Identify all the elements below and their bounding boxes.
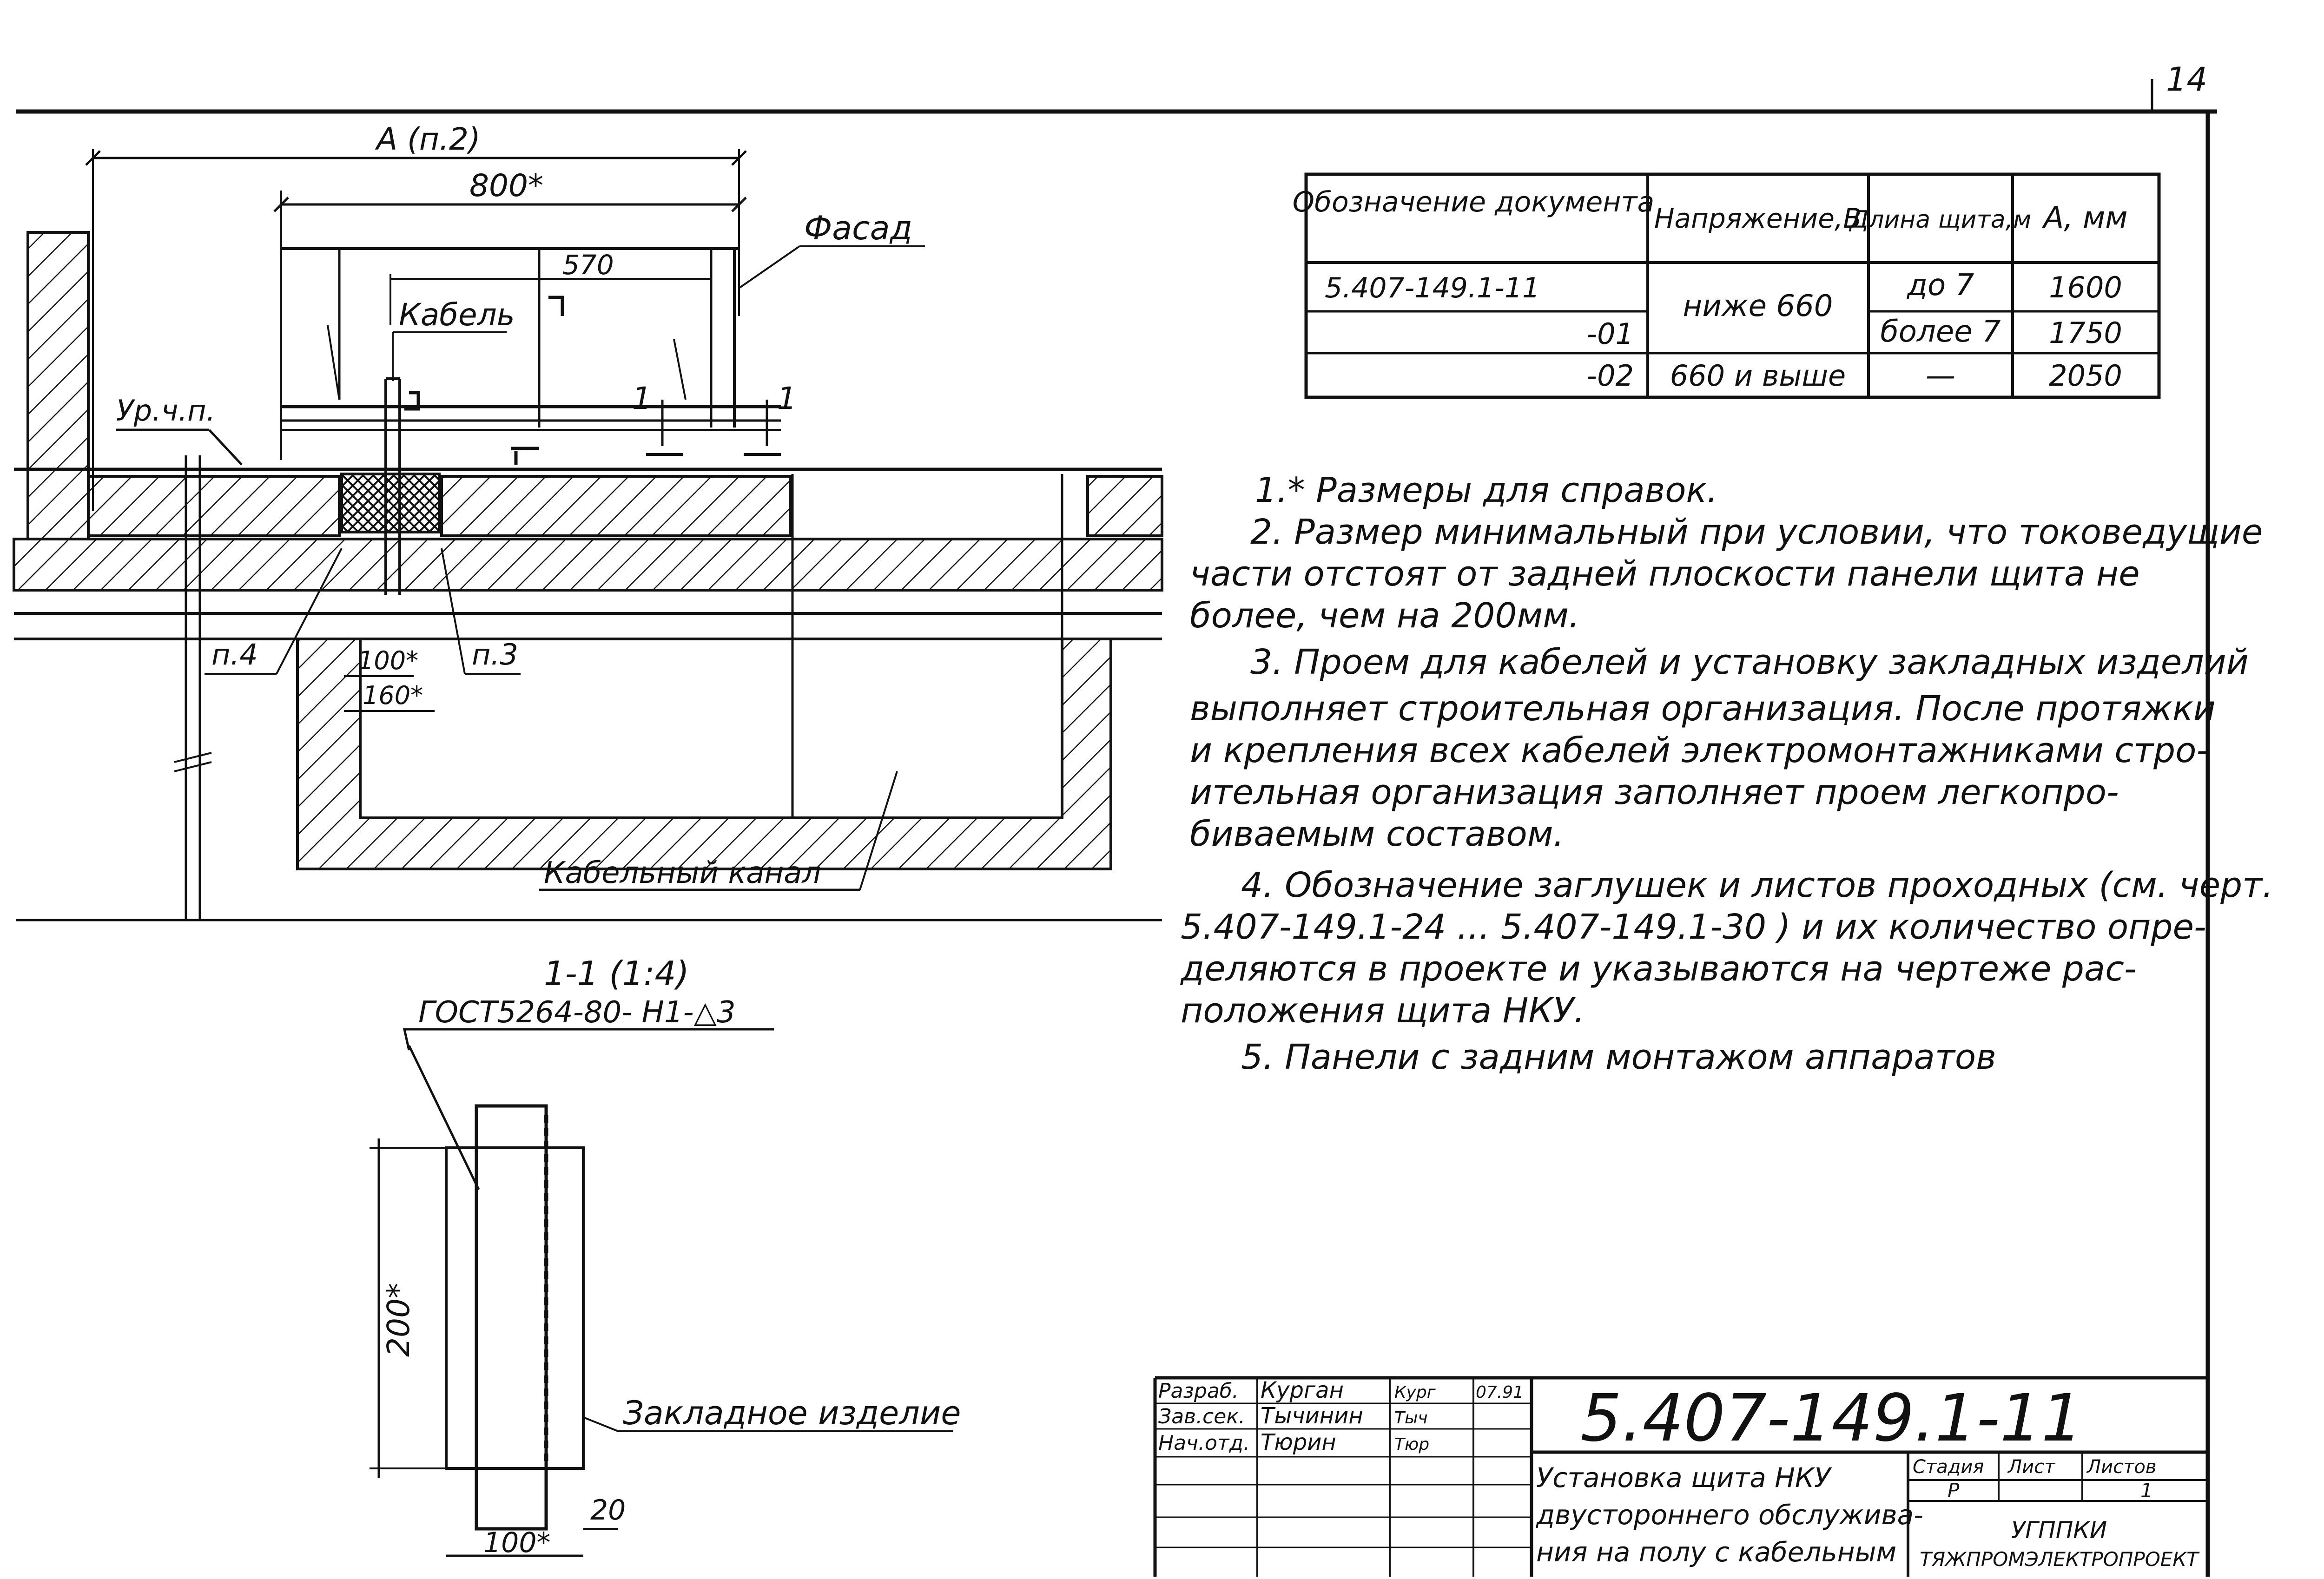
dim-160-label: 160* [363, 681, 423, 710]
name-1: Курган [1261, 1377, 1344, 1403]
date-1: 07.91 [1476, 1383, 1524, 1402]
cable-channel: Кабельный канал [296, 474, 1112, 891]
title-line: Установка щита НКУ [1536, 1462, 1832, 1493]
sheets-header: Листов [2086, 1456, 2156, 1478]
note-line: положения щита НКУ. [1181, 991, 1585, 1031]
cell-row2-a: 1750 [2049, 316, 2122, 350]
cell-row3-designation: -02 [1587, 359, 1634, 393]
section-marks: 1 1 [632, 381, 797, 456]
cell-row1-length: до 7 [1907, 268, 1974, 303]
col-header-voltage: Напряжение,В [1654, 203, 1862, 234]
title-line: ния на полу с кабельным [1536, 1536, 1896, 1568]
note-line: 1.* Размеры для справок. [1255, 470, 1718, 510]
title-line: двустороннего обслужива- [1536, 1499, 1923, 1531]
dim-20-label: 20 [590, 1494, 626, 1526]
section-title: 1-1 (1:4) [544, 954, 689, 993]
p3-label: п.3 [472, 638, 518, 671]
note-line: биваемым составом. [1190, 814, 1564, 854]
dimension-570: 570 [390, 249, 711, 325]
cell-row2-length: более 7 [1880, 315, 2001, 349]
note-line: 2. Размер минимальный при условии, что т… [1250, 512, 2263, 552]
role-3: Нач.отд. [1158, 1431, 1250, 1455]
weld-label: ГОСТ5264-80- Н1-△3 [418, 995, 736, 1030]
stage-header: Стадия [1913, 1456, 1984, 1478]
stage-value: Р [1948, 1479, 1960, 1502]
sheets-total: 1 [2140, 1479, 2153, 1502]
dimension-a: A (п.2) [85, 121, 747, 511]
floor-slab [13, 231, 1163, 640]
note-line: выполняет строительная организация. Посл… [1190, 689, 2216, 729]
doc-number: 5.407-149.1-11 [1580, 1381, 2083, 1456]
cell-row3-a: 2050 [2049, 359, 2122, 393]
panel-frame [281, 247, 781, 465]
sign-2: Тыч [1394, 1408, 1428, 1428]
name-3: Тюрин [1261, 1429, 1336, 1455]
col-header-designation: Обозначение документа [1293, 186, 1654, 218]
sign-3: Тюр [1394, 1435, 1429, 1454]
cell-row1-a: 1600 [2049, 270, 2122, 304]
note-line: более, чем на 200мм. [1190, 596, 1580, 636]
title-block: Разраб. Курган Кург 07.91 Зав.сек. Тычин… [1153, 1376, 2208, 1577]
cell-row2-designation: -01 [1587, 317, 1634, 351]
note-line: 4. Обозначение заглушек и листов проходн… [1241, 865, 2273, 905]
dimension-570-label: 570 [562, 249, 614, 281]
installation-section-view: A (п.2) 800* [13, 121, 1163, 921]
name-2: Тычинин [1261, 1403, 1363, 1429]
cell-row1-voltage: ниже 660 [1683, 289, 1833, 323]
detail-callouts: п.4 п.3 100* 160* [205, 548, 521, 712]
dimension-800-label: 800* [469, 168, 543, 204]
dim-100-label: 100* [358, 646, 418, 675]
col-header-length: Длина щита,м [1849, 206, 2032, 234]
spec-table: Обозначение документа Напряжение,В Длина… [1293, 172, 2161, 399]
dimension-800: 800* [273, 168, 747, 460]
sheet-header: Лист [2007, 1456, 2056, 1478]
dim-200-label: 200* [381, 1283, 416, 1357]
org-name-line1: УГППКИ [2011, 1517, 2107, 1544]
section-mark-right: 1 [777, 381, 797, 416]
org-name-line2: ТЯЖПРОМЭЛЕКТРОПРОЕКТ [1920, 1548, 2200, 1571]
embedded-part-label: Закладное изделие [623, 1394, 961, 1432]
note-line: части отстоят от задней плоскости панели… [1190, 554, 2140, 594]
note-line: 3. Проем для кабелей и установку закладн… [1250, 642, 2249, 682]
col-header-a-mm: А, мм [2041, 201, 2127, 235]
section-1-1-detail: ГОСТ5264-80- Н1-△3 200* Закладное издели… [370, 995, 961, 1559]
cable-channel-label: Кабельный канал [544, 856, 821, 890]
dimension-a-label: A (п.2) [375, 121, 481, 157]
cell-row1-designation: 5.407-149.1-11 [1325, 272, 1540, 304]
role-1: Разраб. [1158, 1379, 1239, 1403]
note-line: 5. Панели с задним монтажом аппаратов [1241, 1037, 1996, 1077]
note-line: деляются в проекте и указываются на черт… [1180, 949, 2137, 989]
notes: 1.* Размеры для справок. 2. Размер миним… [1180, 470, 2273, 1077]
section-mark-left: 1 [632, 381, 652, 416]
wall-break-lines [16, 455, 1162, 921]
dim-100-detail-label: 100* [483, 1526, 551, 1559]
page-number: 14 [2166, 60, 2207, 99]
floor-level-label: Ур.ч.п. [116, 394, 215, 428]
cell-row3-voltage: 660 и выше [1670, 359, 1846, 393]
p4-label: п.4 [211, 638, 258, 671]
floor-level-mark: Ур.ч.п. [116, 394, 243, 466]
facade-label: Фасад [804, 209, 912, 247]
sign-1: Кург [1394, 1383, 1436, 1402]
note-line: и крепления всех кабелей электромонтажни… [1190, 730, 2209, 770]
note-line: 5.407-149.1-24 ... 5.407-149.1-30 ) и их… [1181, 907, 2206, 947]
role-2: Зав.сек. [1158, 1405, 1245, 1428]
cell-row3-length: — [1926, 359, 1955, 393]
sheet-frame: 14 [16, 60, 2217, 1577]
cable-label: Кабель [399, 297, 515, 333]
note-line: ительная организация заполняет проем лег… [1190, 772, 2119, 812]
